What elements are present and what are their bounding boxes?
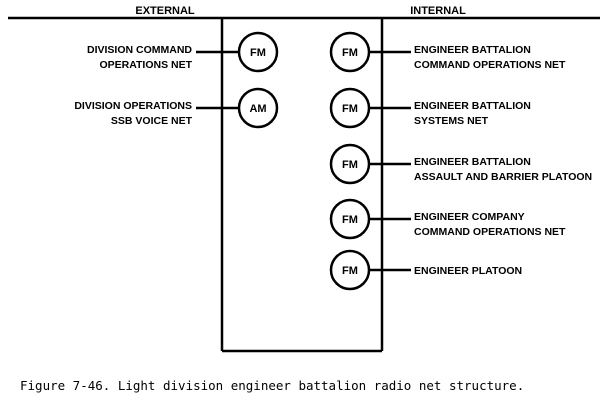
external-net-label: SSB VOICE NET	[111, 115, 193, 127]
internal-net-label: ENGINEER BATTALION	[414, 156, 531, 168]
internal-net-label: COMMAND OPERATIONS NET	[414, 59, 566, 71]
internal-net-label: ENGINEER COMPANY	[414, 211, 525, 223]
internal-net-label: ENGINEER BATTALION	[414, 100, 531, 112]
external-radio-node	[237, 87, 279, 129]
external-net-label: DIVISION OPERATIONS	[74, 100, 192, 112]
internal-radio-node	[329, 198, 371, 240]
internal-radio-type: FM	[342, 159, 358, 171]
net-nodes: FM DIVISION COMMAND OPERATIONS NET AM DIVISI…	[74, 31, 592, 291]
internal-radio-type: FM	[342, 265, 358, 277]
internal-radio-type: FM	[342, 103, 358, 115]
internal-net-label: COMMAND OPERATIONS NET	[414, 226, 566, 238]
internal-radio-node	[329, 31, 371, 73]
internal-radio-type: FM	[342, 214, 358, 226]
internal-radio-node	[329, 87, 371, 129]
internal-header: INTERNAL	[410, 5, 466, 17]
external-radio-node	[237, 31, 279, 73]
figure-caption: Figure 7-46. Light division engineer bat…	[20, 378, 525, 393]
external-net-label: DIVISION COMMAND	[87, 44, 192, 56]
external-header: EXTERNAL	[135, 5, 195, 17]
internal-radio-node	[329, 249, 371, 291]
internal-net-label: ENGINEER BATTALION	[414, 44, 531, 56]
external-net-label: OPERATIONS NET	[99, 59, 192, 71]
external-radio-type: AM	[249, 103, 266, 115]
internal-net-label: ASSAULT AND BARRIER PLATOON	[414, 171, 592, 183]
internal-radio-type: FM	[342, 47, 358, 59]
external-radio-type: FM	[250, 47, 266, 59]
internal-net-label: SYSTEMS NET	[414, 115, 489, 127]
internal-radio-node	[329, 143, 371, 185]
internal-net-label: ENGINEER PLATOON	[414, 265, 522, 277]
